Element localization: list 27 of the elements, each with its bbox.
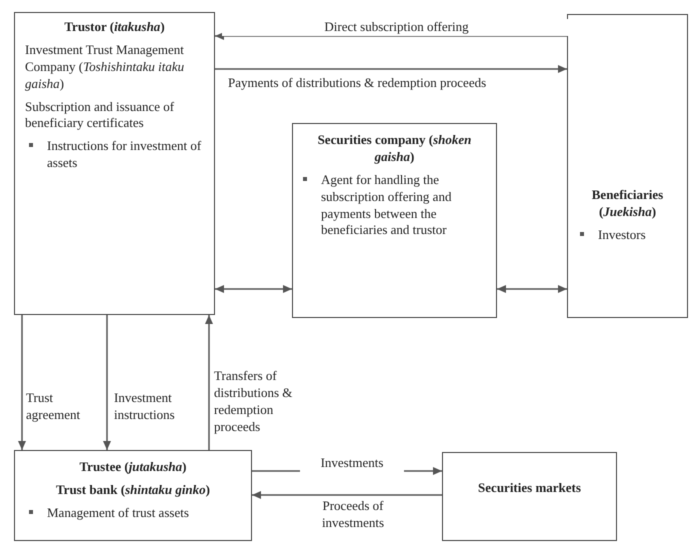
arrow (497, 285, 567, 293)
bullet-text: Agent for handling the subscription offering and payments between the beneficiaries and trustor (321, 172, 452, 238)
arrow (252, 491, 442, 499)
box-heading: Securities company (shoken gaisha) (316, 132, 472, 166)
bullet-text: Investors (598, 226, 646, 242)
arrow (18, 315, 26, 450)
arrow (205, 315, 213, 450)
edge-label: Direct subscription offering (222, 19, 571, 36)
box-heading: Trustee (jutakusha) (78, 459, 188, 476)
box-text: Investment Trust Management Company (Toshishintaku itaku gaisha) (25, 42, 186, 93)
arrow (215, 32, 567, 40)
box-heading: Securities markets (477, 480, 582, 497)
entity-box (567, 14, 688, 318)
arrow (103, 315, 111, 450)
bullet-text: Management of trust assets (47, 504, 189, 520)
box-heading: Trustor (itakusha) (63, 19, 166, 36)
arrow (215, 65, 567, 73)
bullet-text: Instructions for investment of assets (47, 138, 202, 170)
entity-box (292, 123, 497, 318)
box-heading: Beneficiaries (Juekisha) (590, 187, 664, 221)
entity-box (14, 12, 215, 315)
entity-box (442, 452, 617, 541)
edge-label: Payments of distributions & redemption proceeds (226, 75, 488, 92)
box-heading: Trust bank (shintaku ginko) (54, 482, 212, 499)
arrow (215, 285, 292, 293)
box-text: Subscription and issuance of beneficiary certificates (25, 98, 176, 132)
entity-box (14, 450, 252, 541)
